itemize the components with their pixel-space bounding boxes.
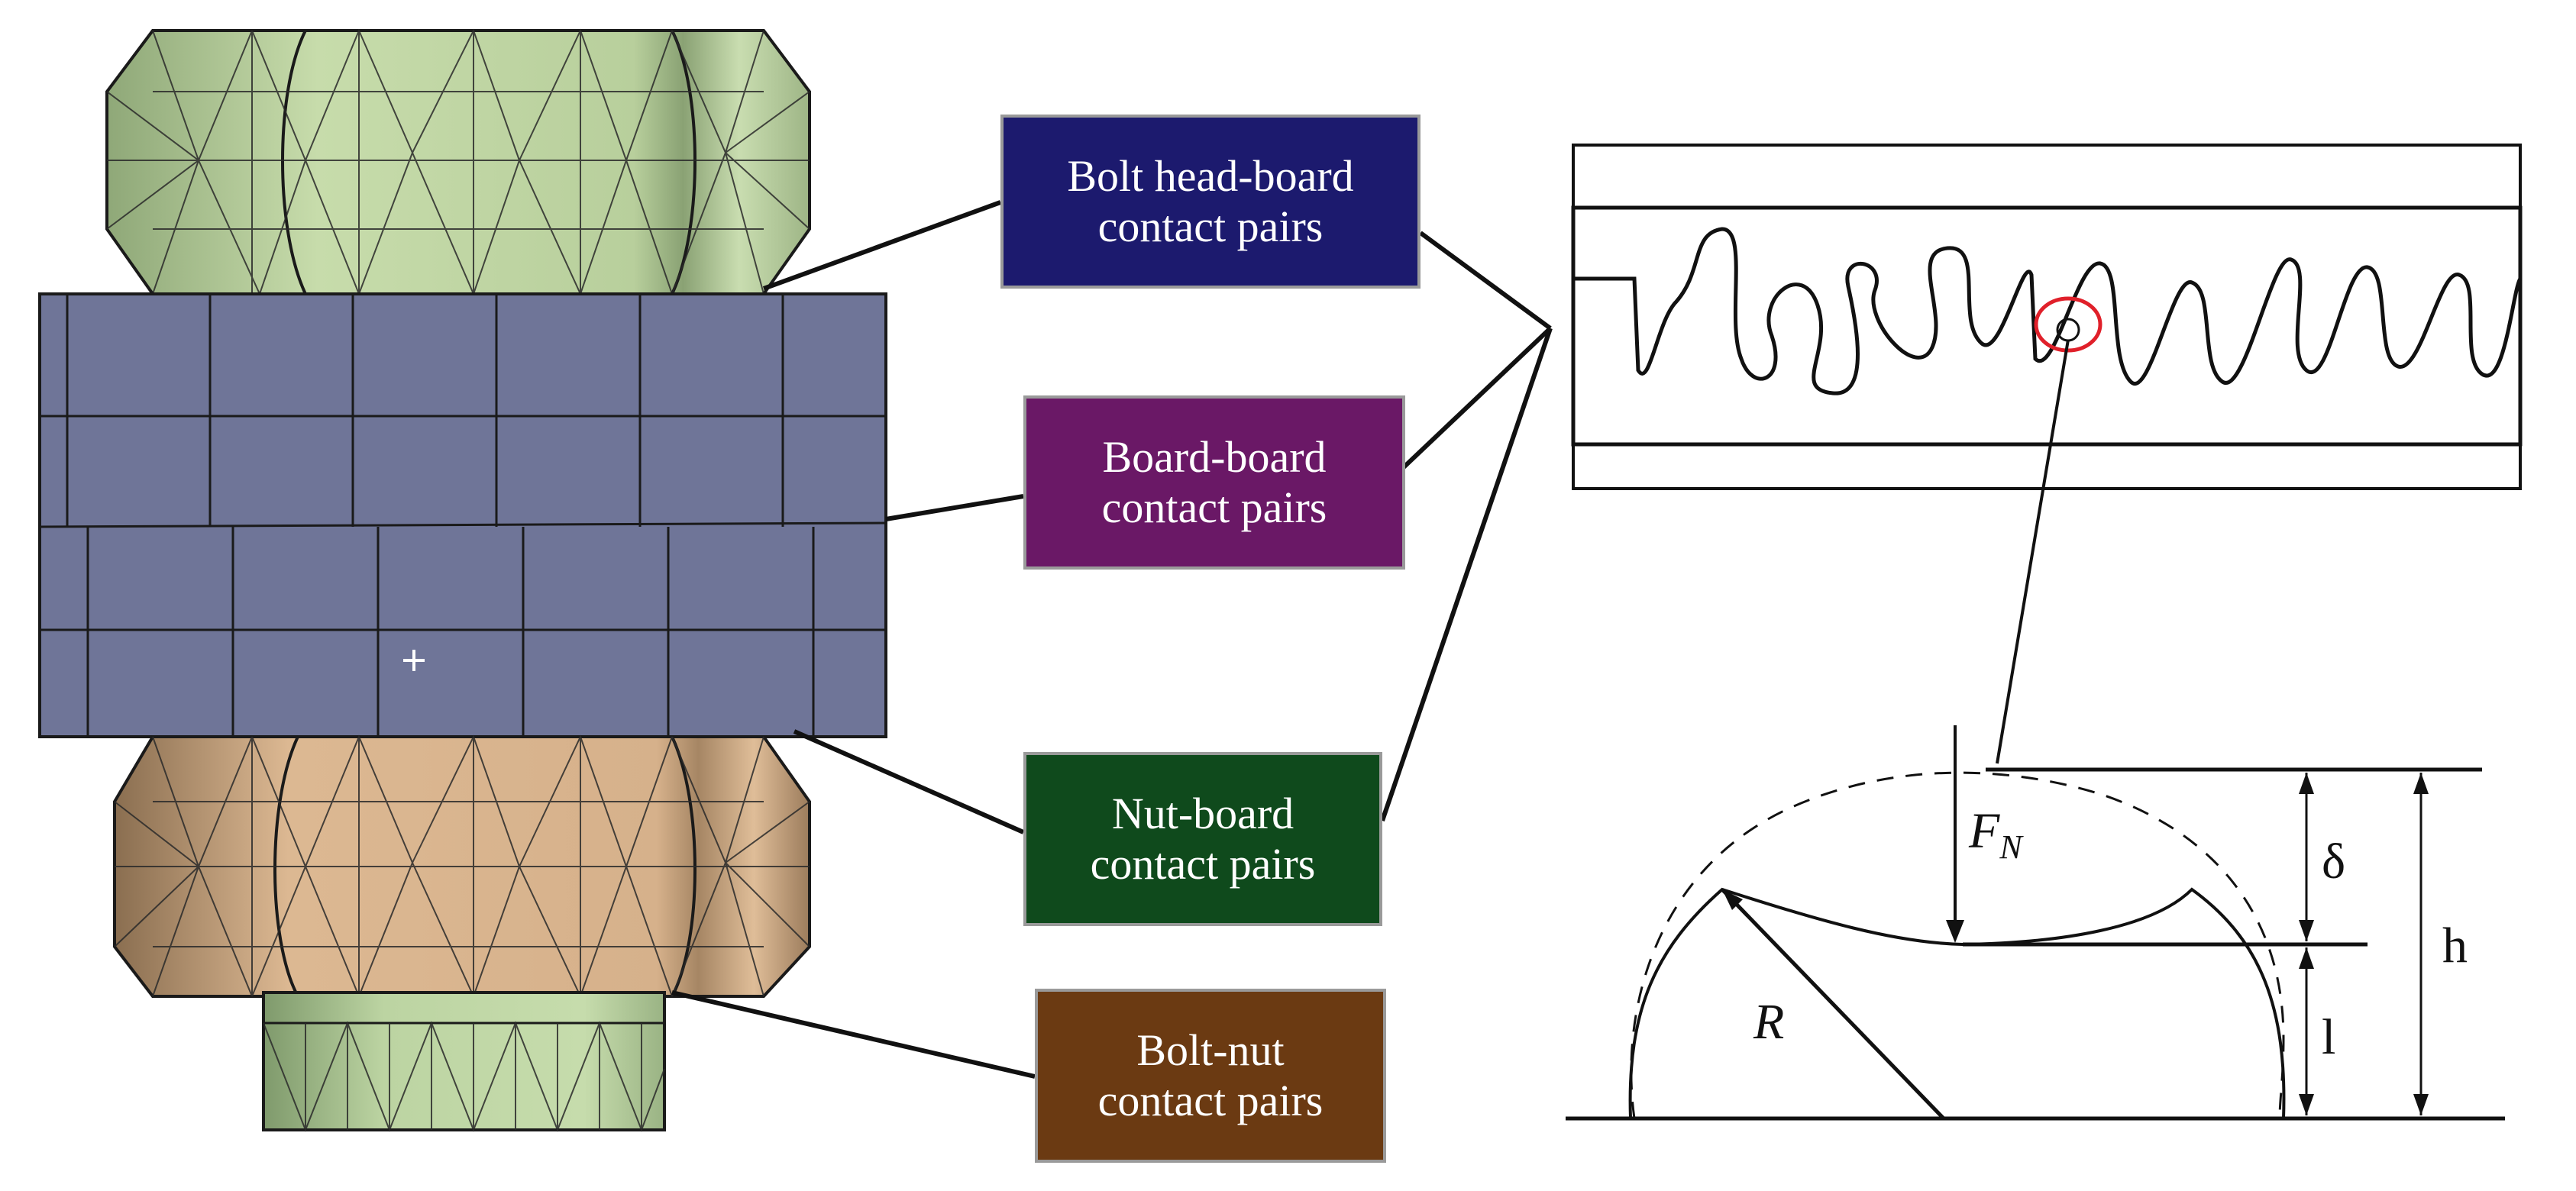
board-board-label: Board-board contact pairs	[1023, 395, 1405, 570]
label-line: Nut-board	[1111, 789, 1294, 838]
length-label: l	[2322, 1009, 2335, 1065]
label-line: contact pairs	[1090, 839, 1316, 889]
rough-profile-curve	[1573, 227, 2523, 395]
leader-lines	[671, 200, 1553, 1079]
force-label: FN	[1968, 803, 2024, 866]
height-label: h	[2442, 918, 2468, 973]
label-line: contact pairs	[1097, 1076, 1324, 1125]
highlighted-asperity	[2034, 296, 2102, 353]
delta-label: δ	[2322, 834, 2345, 889]
nut	[113, 734, 811, 999]
nut-board-label: Nut-board contact pairs	[1023, 752, 1382, 926]
rough-surface-panel	[1571, 144, 2523, 764]
radius-label: R	[1753, 994, 1784, 1050]
bolt-head-board-label: Bolt head-board contact pairs	[1000, 115, 1421, 289]
bolt-nut-label: Bolt-nut contact pairs	[1035, 989, 1386, 1163]
bolt-head	[105, 28, 811, 296]
asperity-contact-model: FN R δ h l	[1566, 725, 2505, 1121]
bolt-shank	[262, 991, 666, 1132]
center-mark-icon	[403, 650, 425, 671]
clamped-boards	[38, 292, 887, 738]
label-line: contact pairs	[1101, 483, 1327, 532]
label-line: Board-board	[1102, 432, 1327, 482]
label-line: Bolt head-board	[1067, 151, 1354, 201]
label-line: contact pairs	[1097, 202, 1324, 251]
label-line: Bolt-nut	[1136, 1025, 1285, 1075]
